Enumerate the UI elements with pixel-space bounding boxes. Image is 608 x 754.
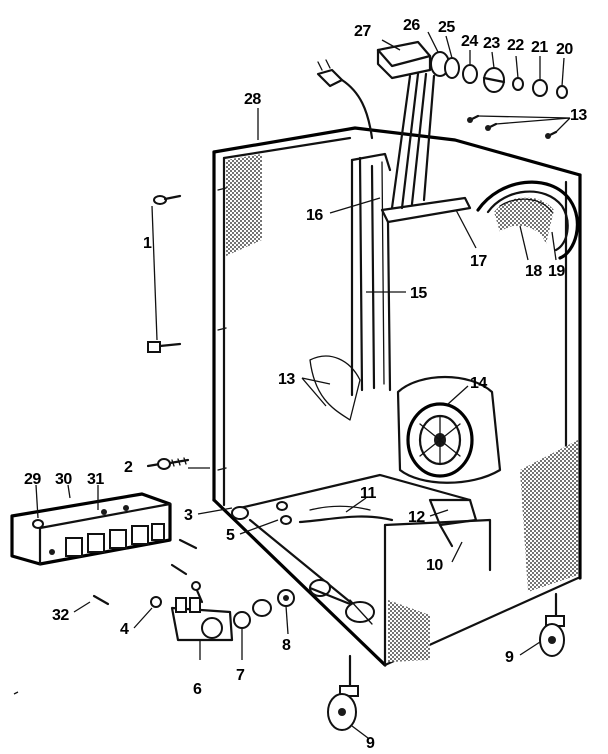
part-9-caster-front (327, 654, 359, 731)
callout-13-top: 13 (570, 107, 587, 124)
part-18-19-shroud (476, 180, 580, 260)
callout-13-mid: 13 (278, 371, 295, 388)
part-2-screw (146, 457, 190, 470)
callout-14: 14 (470, 375, 487, 392)
callout-24: 24 (461, 33, 478, 50)
callout-1: 1 (143, 235, 152, 252)
callout-30: 30 (55, 471, 72, 488)
part-14-blower-wheel (309, 355, 502, 484)
callout-21: 21 (531, 39, 548, 56)
callout-26: 26 (403, 17, 420, 34)
part-4-8-valve-assembly (150, 589, 295, 642)
callout-9-front: 9 (366, 735, 375, 752)
cabinet-frame (212, 126, 582, 667)
leader-lines (13, 31, 571, 739)
callout-10: 10 (426, 557, 443, 574)
callout-32: 32 (52, 607, 69, 624)
callout-11: 11 (360, 485, 377, 502)
base-internals (231, 473, 478, 625)
callout-7: 7 (236, 667, 245, 684)
callout-2: 2 (124, 459, 133, 476)
part-29-31-control-panel (10, 492, 204, 606)
callout-16: 16 (306, 207, 323, 224)
part-15-16-duct (350, 152, 392, 397)
callout-31: 31 (87, 471, 104, 488)
callout-15: 15 (410, 285, 427, 302)
callout-5: 5 (226, 527, 235, 544)
callout-20: 20 (556, 41, 573, 58)
callout-29: 29 (24, 471, 41, 488)
part-20-27-top-assembly (316, 40, 568, 210)
callout-23: 23 (483, 35, 500, 52)
callout-6: 6 (193, 681, 202, 698)
callout-8: 8 (282, 637, 291, 654)
callout-12: 12 (408, 509, 425, 526)
callout-18: 18 (525, 263, 542, 280)
part-9-caster-rear (539, 592, 565, 657)
callout-17: 17 (470, 253, 487, 270)
part-17-bracket (380, 196, 472, 392)
callout-25: 25 (438, 19, 455, 36)
callout-3: 3 (184, 507, 193, 524)
callout-4: 4 (120, 621, 129, 638)
callout-27: 27 (354, 23, 371, 40)
part-1-screws (147, 194, 182, 353)
callout-labels: 27 26 25 24 23 22 21 20 28 13 16 17 18 1… (24, 17, 588, 752)
callout-22: 22 (507, 37, 524, 54)
callout-19: 19 (548, 263, 565, 280)
callout-9-rear: 9 (505, 649, 514, 666)
callout-28: 28 (244, 91, 261, 108)
